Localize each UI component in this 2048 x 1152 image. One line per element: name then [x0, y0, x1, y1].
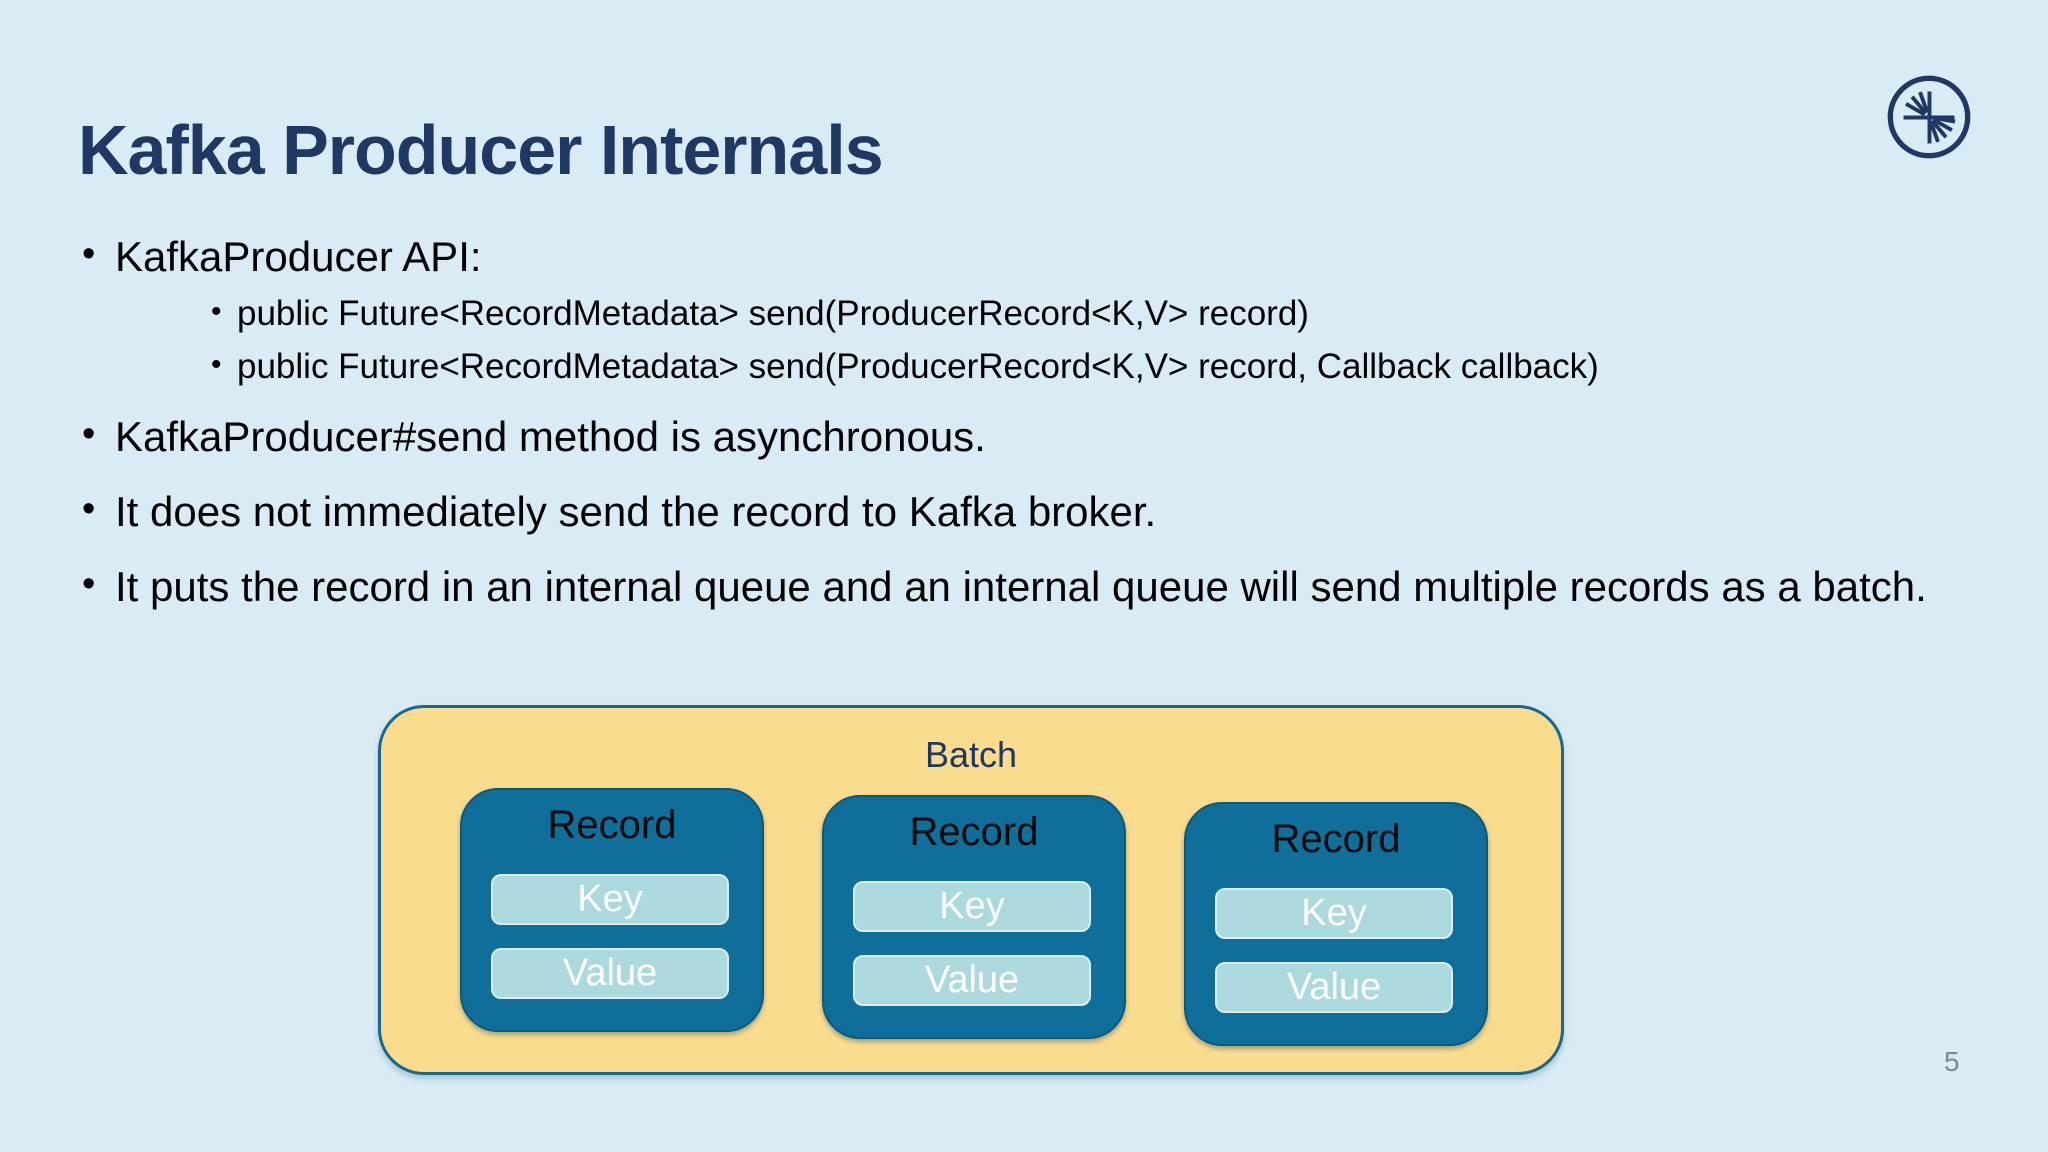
value-field: Value [853, 955, 1091, 1006]
record-card: Record Key Value [460, 788, 764, 1032]
key-field: Key [1215, 888, 1453, 939]
key-field: Key [853, 881, 1091, 932]
record-card: Record Key Value [1184, 802, 1488, 1046]
record-title: Record [909, 810, 1039, 854]
value-field: Value [491, 948, 729, 999]
page-title: Kafka Producer Internals [78, 110, 884, 189]
sub-bullet-item: public Future<RecordMetadata> send(Produ… [209, 285, 1958, 340]
sub-bullet-text: public Future<RecordMetadata> send(Produ… [237, 347, 1599, 386]
bullet-text: KafkaProducer#send method is asynchronou… [115, 413, 986, 460]
page-number: 5 [1944, 1046, 1960, 1077]
confluent-logo-icon [1887, 75, 1971, 159]
sub-bullet-list: public Future<RecordMetadata> send(Produ… [115, 285, 1958, 393]
bullet-text: It does not immediately send the record … [115, 488, 1157, 535]
record-title: Record [547, 803, 677, 847]
sub-bullet-item: public Future<RecordMetadata> send(Produ… [209, 338, 1958, 393]
value-field: Value [1215, 962, 1453, 1013]
bullet-item: It does not immediately send the record … [78, 479, 1958, 542]
batch-label: Batch [924, 734, 1018, 775]
batch-container: Batch Record Key Value Record Key Value … [378, 705, 1564, 1075]
bullet-item: KafkaProducer#send method is asynchronou… [78, 404, 1958, 467]
bullet-list: KafkaProducer API: public Future<RecordM… [78, 224, 1958, 617]
key-field: Key [491, 874, 729, 925]
bullet-text: KafkaProducer API: [115, 233, 482, 280]
bullet-item: It puts the record in an internal queue … [78, 554, 1958, 617]
bullet-text: It puts the record in an internal queue … [115, 563, 1927, 610]
record-card: Record Key Value [822, 795, 1126, 1039]
record-title: Record [1271, 817, 1401, 861]
bullet-item: KafkaProducer API: public Future<RecordM… [78, 224, 1958, 393]
sub-bullet-text: public Future<RecordMetadata> send(Produ… [237, 294, 1309, 333]
